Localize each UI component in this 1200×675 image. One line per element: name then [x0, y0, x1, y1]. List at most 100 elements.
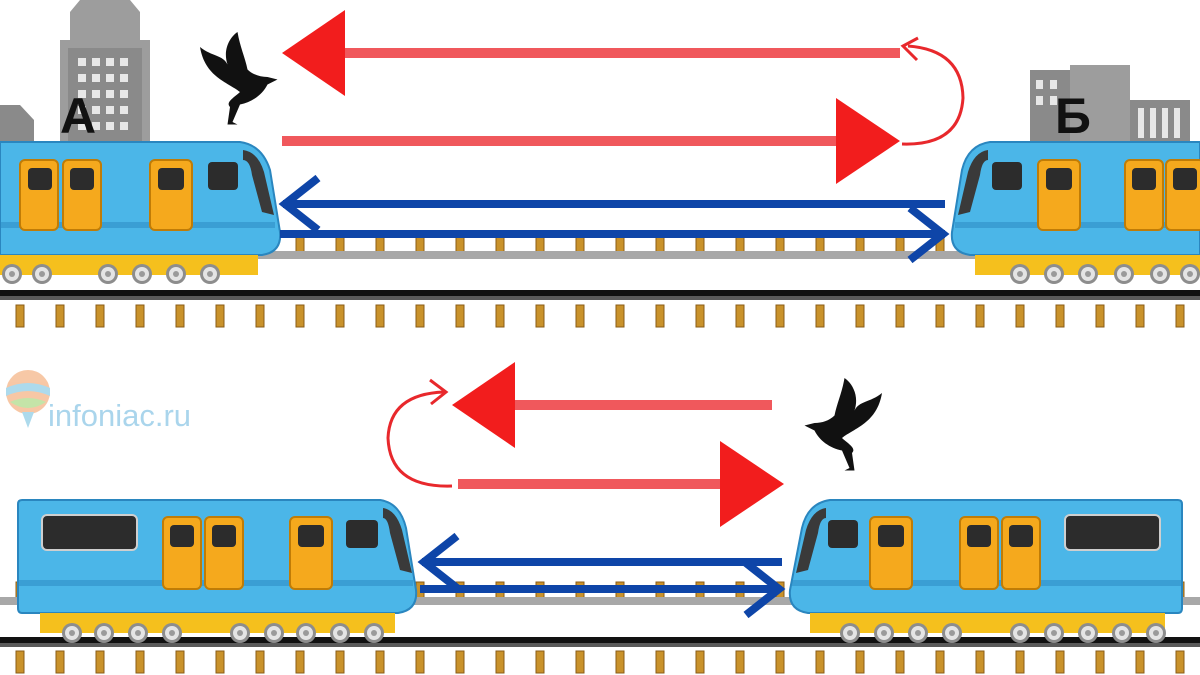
train-wheel	[62, 623, 82, 643]
train-wheel	[908, 623, 928, 643]
train-wheel	[200, 264, 220, 284]
station-a-label: А	[60, 88, 96, 144]
rail-sleeper	[1136, 651, 1144, 673]
rail-sleeper	[416, 305, 424, 327]
rail-sleeper	[376, 305, 384, 327]
rail-sleeper	[576, 651, 584, 673]
train-wheel	[942, 623, 962, 643]
train-wheel	[1078, 264, 1098, 284]
rail-sleeper	[656, 305, 664, 327]
station-b-label: Б	[1055, 88, 1091, 144]
rail-sleeper	[96, 651, 104, 673]
rail-sleeper	[1096, 651, 1104, 673]
train-wheel	[364, 623, 384, 643]
rail-sleeper	[736, 651, 744, 673]
train-wheel	[840, 623, 860, 643]
watermark: infoniac.ru	[6, 370, 191, 433]
rail-sleeper	[176, 651, 184, 673]
bird-path-arrow-left-top	[282, 10, 900, 96]
rail-sleeper	[1096, 305, 1104, 327]
train-path-arrow-right-bottom	[420, 563, 780, 615]
rail-sleeper	[496, 651, 504, 673]
bird-top-icon	[200, 32, 278, 125]
rail-sleeper	[536, 305, 544, 327]
rail-sleeper	[136, 305, 144, 327]
rail-sleeper	[576, 305, 584, 327]
watermark-text: infoniac.ru	[48, 398, 191, 433]
train-wheel	[230, 623, 250, 643]
train-wheel	[1044, 623, 1064, 643]
rail-sleeper	[616, 651, 624, 673]
rail-sleeper	[216, 305, 224, 327]
rail-sleeper	[616, 305, 624, 327]
train-wheel	[128, 623, 148, 643]
rail-sleeper	[936, 651, 944, 673]
rail-sleeper	[136, 651, 144, 673]
rail-sleeper	[56, 305, 64, 327]
rail-sleeper	[976, 651, 984, 673]
bird-bottom-icon	[805, 378, 883, 471]
train-a-top-icon	[0, 142, 280, 284]
rail-sleeper	[656, 651, 664, 673]
rail-sleeper	[896, 305, 904, 327]
rail-sleeper	[696, 305, 704, 327]
rail-sleeper	[1176, 651, 1184, 673]
rail-sleeper	[896, 651, 904, 673]
rail-sleeper	[1056, 651, 1064, 673]
train-wheel	[1114, 264, 1134, 284]
train-wheel	[1010, 623, 1030, 643]
rail-sleeper	[296, 651, 304, 673]
rail-sleeper	[16, 305, 24, 327]
train-wheel	[1180, 264, 1200, 284]
rail-sleeper	[256, 651, 264, 673]
rail-sleeper	[176, 305, 184, 327]
rail-sleeper	[736, 305, 744, 327]
rail-sleeper	[816, 305, 824, 327]
rail-sleeper	[16, 651, 24, 673]
rail-sleeper	[336, 651, 344, 673]
bird-path-arrow-right-bottom	[458, 441, 784, 527]
train-wheel	[296, 623, 316, 643]
rail-sleeper	[536, 651, 544, 673]
train-wheel	[166, 264, 186, 284]
bird-path-arrow-right-top	[282, 98, 900, 184]
rail-sleeper	[296, 305, 304, 327]
train-wheel	[98, 264, 118, 284]
rail-sleeper	[336, 305, 344, 327]
rail-sleeper	[776, 305, 784, 327]
train-wheel	[162, 623, 182, 643]
rail-sleeper	[856, 305, 864, 327]
train-path-arrow-left-bottom	[422, 536, 782, 588]
train-wheel	[1010, 264, 1030, 284]
rail-sleeper	[856, 651, 864, 673]
train-wheel	[330, 623, 350, 643]
u-turn-left-icon	[388, 380, 452, 486]
rail-sleeper	[1016, 305, 1024, 327]
train-wheel	[264, 623, 284, 643]
train-wheel	[132, 264, 152, 284]
train-wheel	[1044, 264, 1064, 284]
train-wheel	[1150, 264, 1170, 284]
rail-sleeper	[1056, 305, 1064, 327]
train-wheel	[1146, 623, 1166, 643]
train-wheel	[2, 264, 22, 284]
rail-sleeper	[496, 305, 504, 327]
train-wheel	[1078, 623, 1098, 643]
train-b-bottom-icon	[790, 500, 1182, 643]
rail-sleeper	[376, 651, 384, 673]
rail-sleeper	[56, 651, 64, 673]
rail-sleeper	[776, 651, 784, 673]
rail-sleeper	[96, 305, 104, 327]
rail-sleeper	[416, 651, 424, 673]
rail-sleeper	[696, 651, 704, 673]
rail-sleeper	[976, 305, 984, 327]
u-turn-right-icon	[902, 38, 963, 144]
train-a-bottom-icon	[18, 500, 416, 643]
bird-path-arrow-left-bottom	[452, 362, 772, 448]
city-buildings-right-icon	[1030, 65, 1190, 150]
rail-sleeper	[816, 651, 824, 673]
rail-sleeper	[216, 651, 224, 673]
train-wheel	[32, 264, 52, 284]
rail-sleeper	[456, 305, 464, 327]
